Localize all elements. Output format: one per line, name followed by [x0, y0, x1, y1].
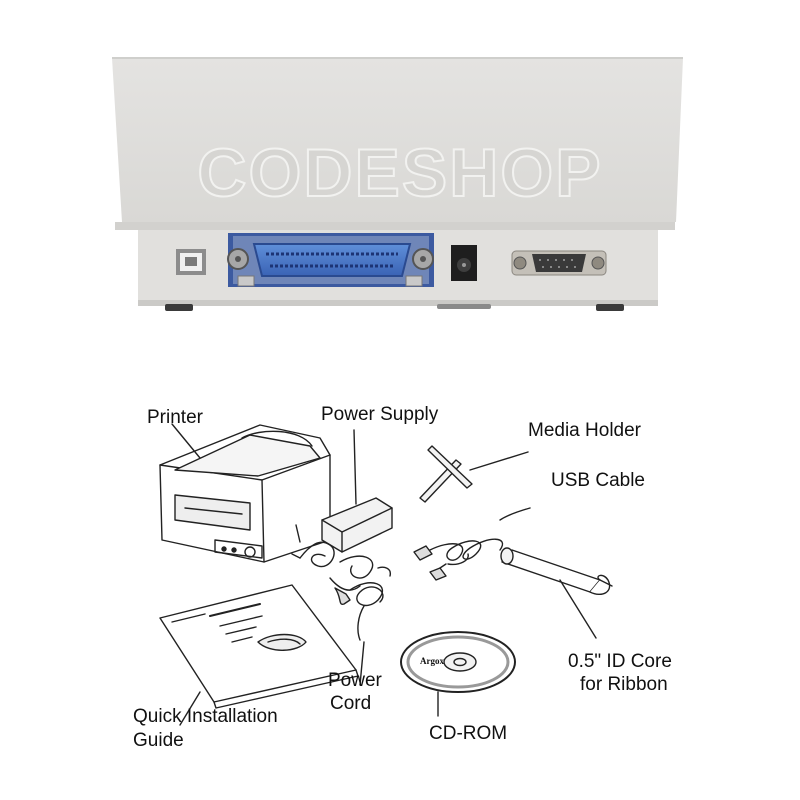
dc-power-jack [451, 245, 477, 281]
label-guide-line1: Quick Installation [133, 706, 278, 727]
power-cord-pointer-line [359, 641, 365, 686]
printer-foot [596, 304, 624, 311]
label-printer: Printer [147, 407, 203, 428]
power-supply-illustration [291, 497, 393, 591]
label-power-supply: Power Supply [321, 404, 439, 425]
usb-b-port [176, 249, 206, 275]
usb-cable-illustration [413, 507, 531, 581]
parallel-centronics-port [227, 233, 434, 287]
label-usb-cable: USB Cable [551, 470, 645, 491]
label-id-core-line1: 0.5" ID Core [568, 651, 672, 672]
media-holder-illustration [419, 445, 529, 503]
printer-illustration [159, 424, 331, 563]
quick-installation-guide-illustration [159, 584, 359, 726]
printer-upper-housing [112, 58, 683, 222]
power-supply-pointer-line [353, 429, 357, 505]
label-id-core-line2: for Ribbon [580, 674, 668, 695]
watermark-text: CODESHOP [197, 135, 602, 211]
label-power-cord-line2: Cord [330, 693, 372, 714]
label-guide-line2: Guide [133, 730, 184, 751]
printer-pointer-line [171, 423, 201, 459]
printer-rear-photo: CODESHOP [0, 0, 800, 340]
serial-db9-port [511, 250, 607, 276]
printer-foot [165, 304, 193, 311]
label-media-holder: Media Holder [528, 420, 641, 441]
cd-rom-illustration [400, 631, 516, 717]
label-cd-rom: CD-ROM [429, 723, 508, 744]
ribbon-core-illustration [500, 547, 613, 639]
package-contents-diagram: Argox Printer Power Supply Media Holder … [0, 380, 800, 780]
power-cord-illustration [334, 566, 392, 641]
cd-brand-text: Argox [420, 656, 444, 666]
label-power-cord-line1: Power [328, 670, 382, 691]
